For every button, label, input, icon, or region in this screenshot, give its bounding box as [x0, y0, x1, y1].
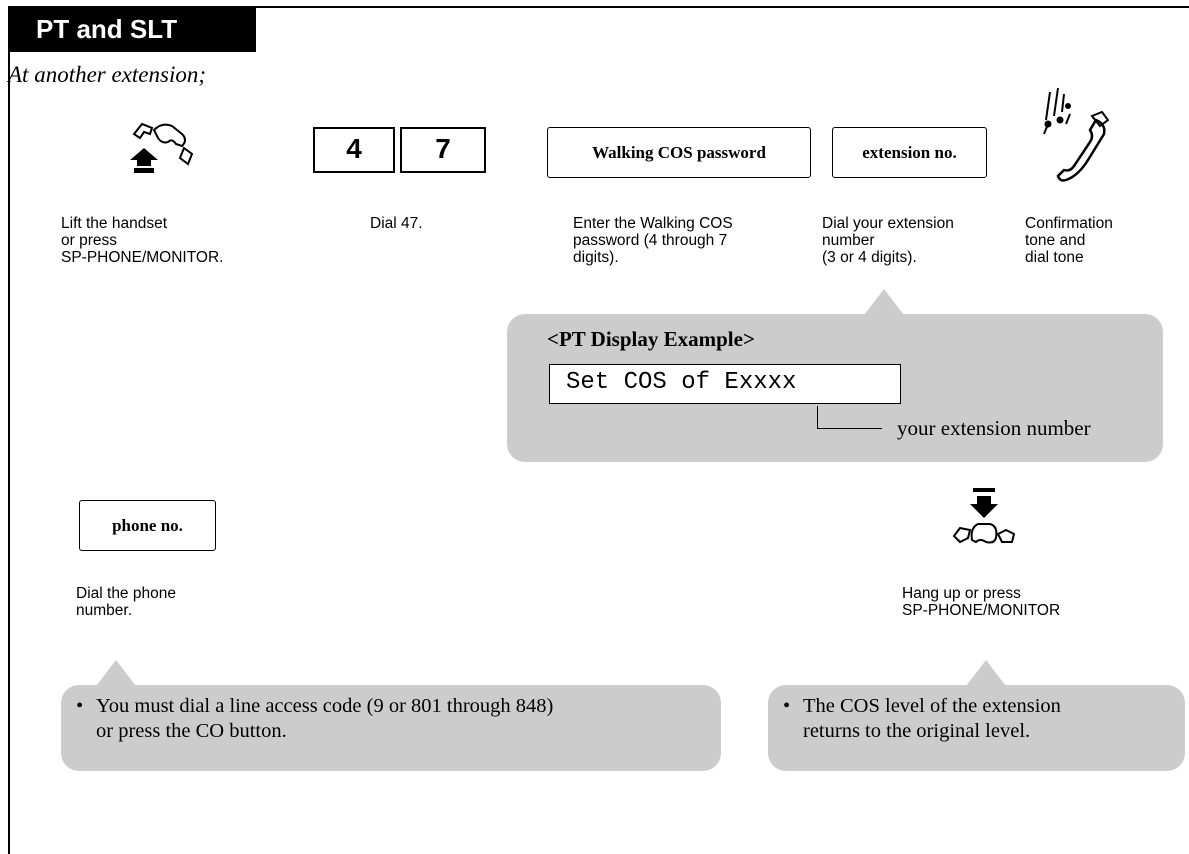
bullet-icon: •	[76, 695, 84, 717]
callout-your-extension-number: your extension number	[897, 416, 1091, 440]
step-extension-text: Dial your extension number (3 or 4 digit…	[822, 215, 954, 266]
confirmation-tone-icon	[1036, 80, 1126, 190]
step-phone-text: Dial the phone number.	[76, 585, 176, 619]
step-password-text: Enter the Walking COS password (4 throug…	[573, 215, 733, 266]
phone-note: • You must dial a line access code (9 or…	[76, 694, 716, 744]
phone-note-panel	[61, 685, 721, 771]
step-lift-text: Lift the handset or press SP-PHONE/MONIT…	[61, 215, 224, 266]
extension-no-box: extension no.	[832, 127, 987, 178]
frame-top-rule	[8, 6, 1189, 8]
hang-up-icon	[940, 484, 1028, 554]
step-dial47-text: Dial 47.	[370, 215, 423, 232]
step-confirmation-text: Confirmation tone and dial tone	[1025, 215, 1113, 266]
hangup-note: • The COS level of the extension returns…	[783, 694, 1178, 744]
phone-note-pointer	[96, 660, 136, 686]
display-example-pointer	[864, 289, 904, 315]
section-tab: PT and SLT	[8, 6, 256, 52]
hangup-note-text: The COS level of the extension returns t…	[803, 695, 1061, 742]
key-7: 7	[400, 127, 486, 173]
key-4: 4	[313, 127, 395, 173]
lcd-display: Set COS of Exxxx	[549, 364, 901, 404]
bullet-icon: •	[783, 695, 791, 717]
walking-cos-password-box: Walking COS password	[547, 127, 811, 178]
subtitle: At another extension;	[8, 62, 207, 87]
phone-no-box: phone no.	[79, 500, 216, 551]
hangup-note-panel	[768, 685, 1185, 771]
step-hangup-text: Hang up or press SP-PHONE/MONITOR	[902, 585, 1061, 619]
lift-handset-icon	[122, 108, 212, 180]
phone-note-text: You must dial a line access code (9 or 8…	[96, 695, 554, 742]
callout-line	[817, 406, 882, 429]
display-example-title: <PT Display Example>	[547, 327, 755, 351]
frame-left-rule	[8, 6, 10, 854]
hangup-note-pointer	[966, 660, 1006, 686]
